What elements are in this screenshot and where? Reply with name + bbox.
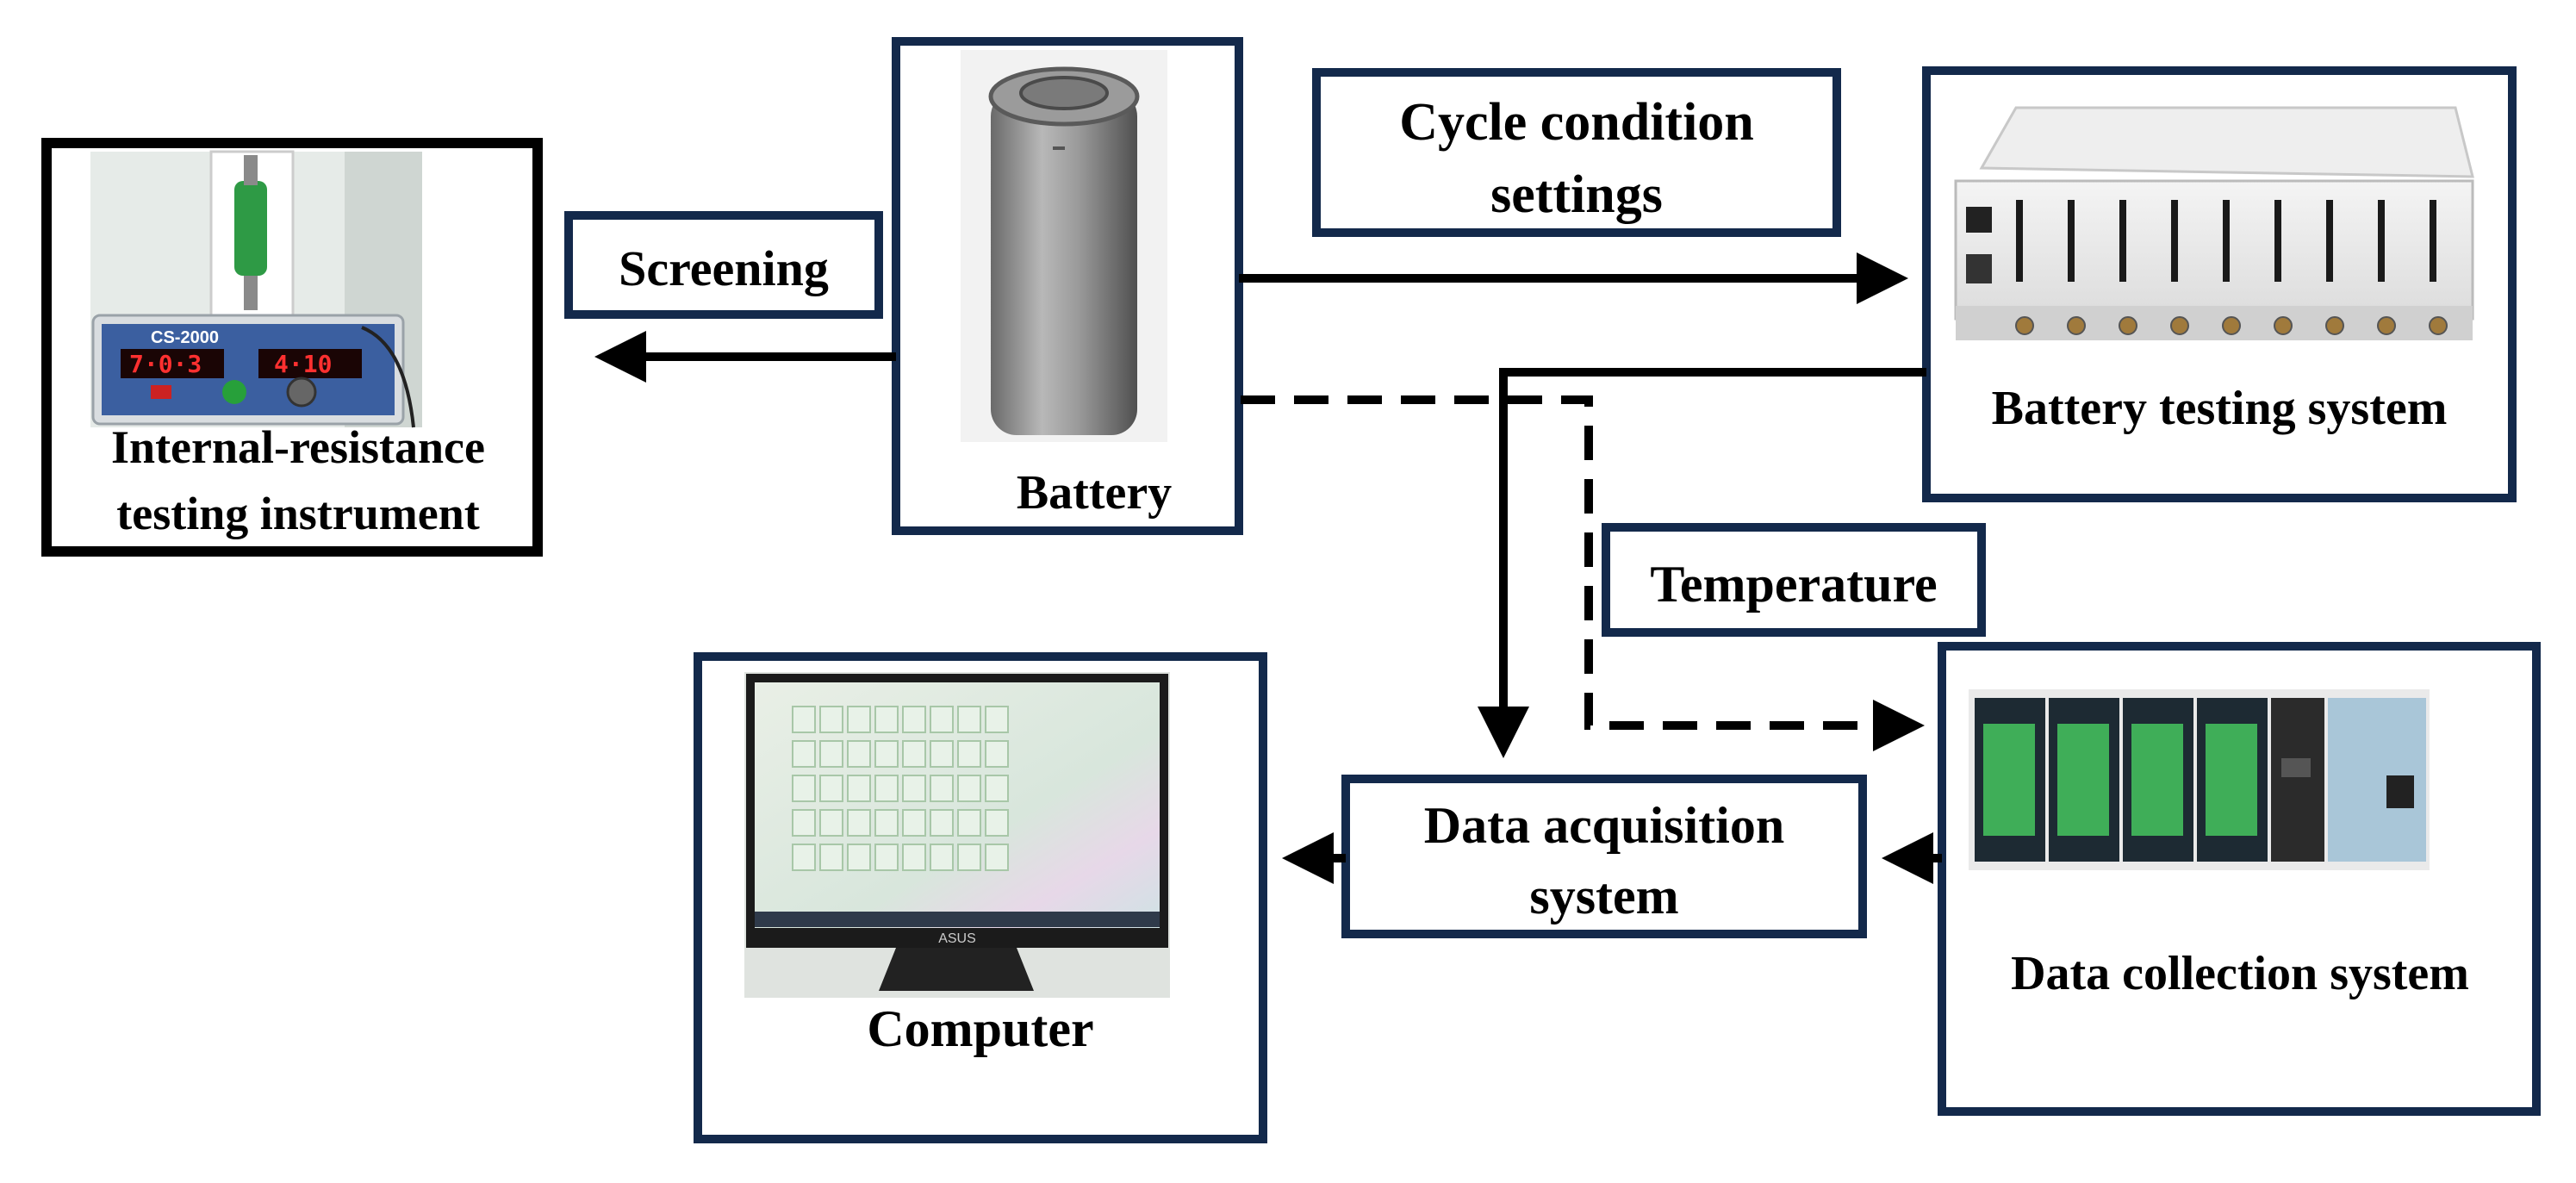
- temperature-node: Temperature: [1602, 523, 1986, 637]
- internal-resistance-photo: CS-2000 7·0·3 4·10: [90, 150, 422, 428]
- internal-resistance-label-line1: Internal-resistance: [111, 421, 485, 473]
- cycle-condition-box: [1312, 68, 1841, 237]
- cycle-condition-label-line2: settings: [1490, 165, 1663, 224]
- battery-testing-box: [1922, 66, 2517, 502]
- computer-photo: ASUS: [744, 672, 1170, 998]
- battery-testing-label: Battery testing system: [1992, 382, 2448, 435]
- connectors: [594, 252, 1942, 884]
- computer-box: [694, 652, 1267, 1143]
- battery-label: Battery: [1017, 466, 1172, 520]
- channel-slots: [2016, 200, 2436, 282]
- instrument-display-left: 7·0·3: [129, 350, 202, 378]
- internal-resistance-box: [41, 138, 543, 557]
- data-collection-node: Data collection system: [1938, 642, 2541, 1116]
- screening-node: Screening: [564, 211, 883, 319]
- battery-testing-node: Battery testing system: [1922, 66, 2517, 502]
- data-acquisition-label-line2: system: [1529, 868, 1678, 925]
- dashed-temperature-line: [1241, 395, 1925, 751]
- data-collection-box: [1938, 642, 2541, 1116]
- cycle-condition-label-line1: Cycle condition: [1399, 93, 1754, 152]
- instrument-display-right: 4·10: [274, 350, 332, 378]
- screen-grid: [792, 706, 1009, 871]
- connector-row: [2015, 316, 2448, 335]
- battery-node: Battery: [892, 37, 1243, 535]
- screening-box: [564, 211, 883, 319]
- data-acquisition-label-line1: Data acquisition: [1424, 797, 1784, 854]
- temperature-label: Temperature: [1650, 556, 1937, 613]
- instrument-model-text: CS-2000: [151, 328, 219, 347]
- data-collection-photo: [1969, 689, 2430, 870]
- temperature-box: [1602, 523, 1986, 637]
- battery-photo: [961, 50, 1167, 442]
- data-acquisition-node: Data acquisition system: [1341, 775, 1867, 938]
- internal-resistance-label-line2: testing instrument: [116, 488, 479, 539]
- screening-label: Screening: [619, 240, 829, 296]
- monitor-brand: ASUS: [938, 931, 976, 946]
- battery-testing-photo: [1954, 106, 2474, 340]
- cycle-condition-node: Cycle condition settings: [1312, 68, 1841, 237]
- arrow-testing-system-to-acquisition: [1478, 368, 1926, 758]
- data-collection-label: Data collection system: [2011, 947, 2469, 1000]
- computer-node: ASUS Computer: [694, 652, 1267, 1143]
- internal-resistance-node: CS-2000 7·0·3 4·10 Internal-resistance t…: [41, 138, 543, 557]
- battery-box: [892, 37, 1243, 535]
- computer-label: Computer: [867, 1000, 1093, 1057]
